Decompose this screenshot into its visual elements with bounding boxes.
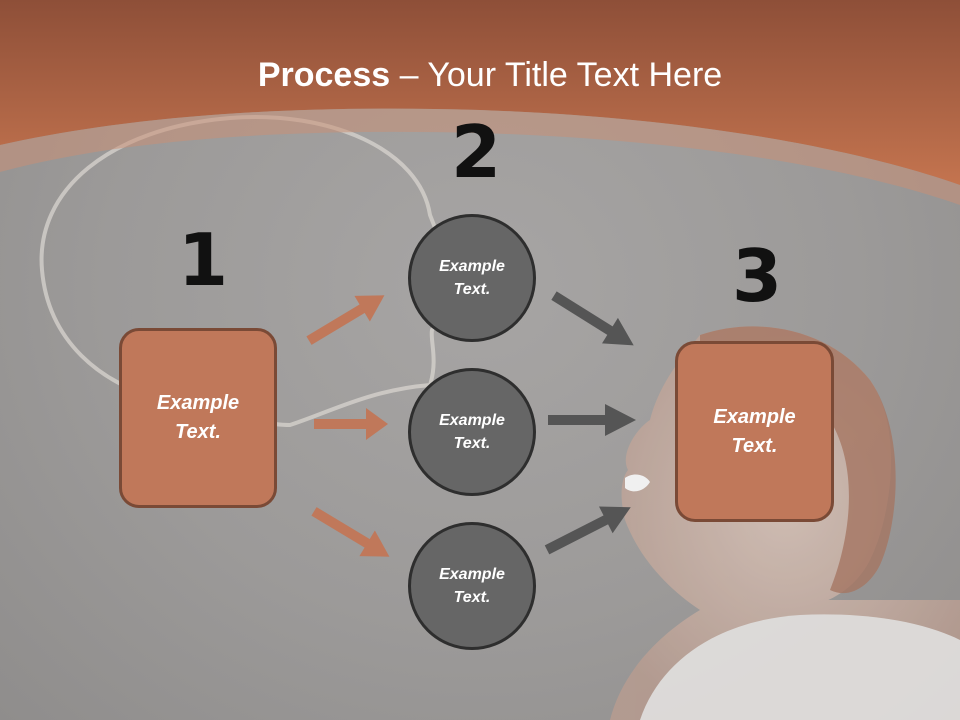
circle3-line1: Example <box>439 566 505 583</box>
circle1-line1: Example <box>439 258 505 275</box>
arrow-up-right <box>306 295 385 345</box>
step-number-3: 3 <box>732 234 783 318</box>
step1-line1: Example <box>156 392 240 414</box>
circle1-line2: Text. <box>453 281 491 298</box>
arrow-right <box>314 408 388 440</box>
title-bold: Process <box>257 56 391 94</box>
circle3-line2: Text. <box>453 589 491 606</box>
circle2-line2: Text. <box>453 435 491 452</box>
slide-title: Process – Your Title Text Here <box>0 54 960 96</box>
arrow-down-right <box>311 507 390 557</box>
step3-line1: Example <box>713 405 796 428</box>
step3-line2: Text. <box>731 434 778 457</box>
step-number-1: 1 <box>178 218 229 302</box>
title-rest: – Your Title Text Here <box>390 56 723 94</box>
arrow-up-right-dark <box>544 506 631 555</box>
arrow-down-right-dark <box>551 291 634 346</box>
step-number-2: 2 <box>451 110 502 194</box>
step1-line2: Text. <box>175 421 221 443</box>
circle2-line1: Example <box>439 412 505 429</box>
arrow-right-dark <box>548 404 636 436</box>
